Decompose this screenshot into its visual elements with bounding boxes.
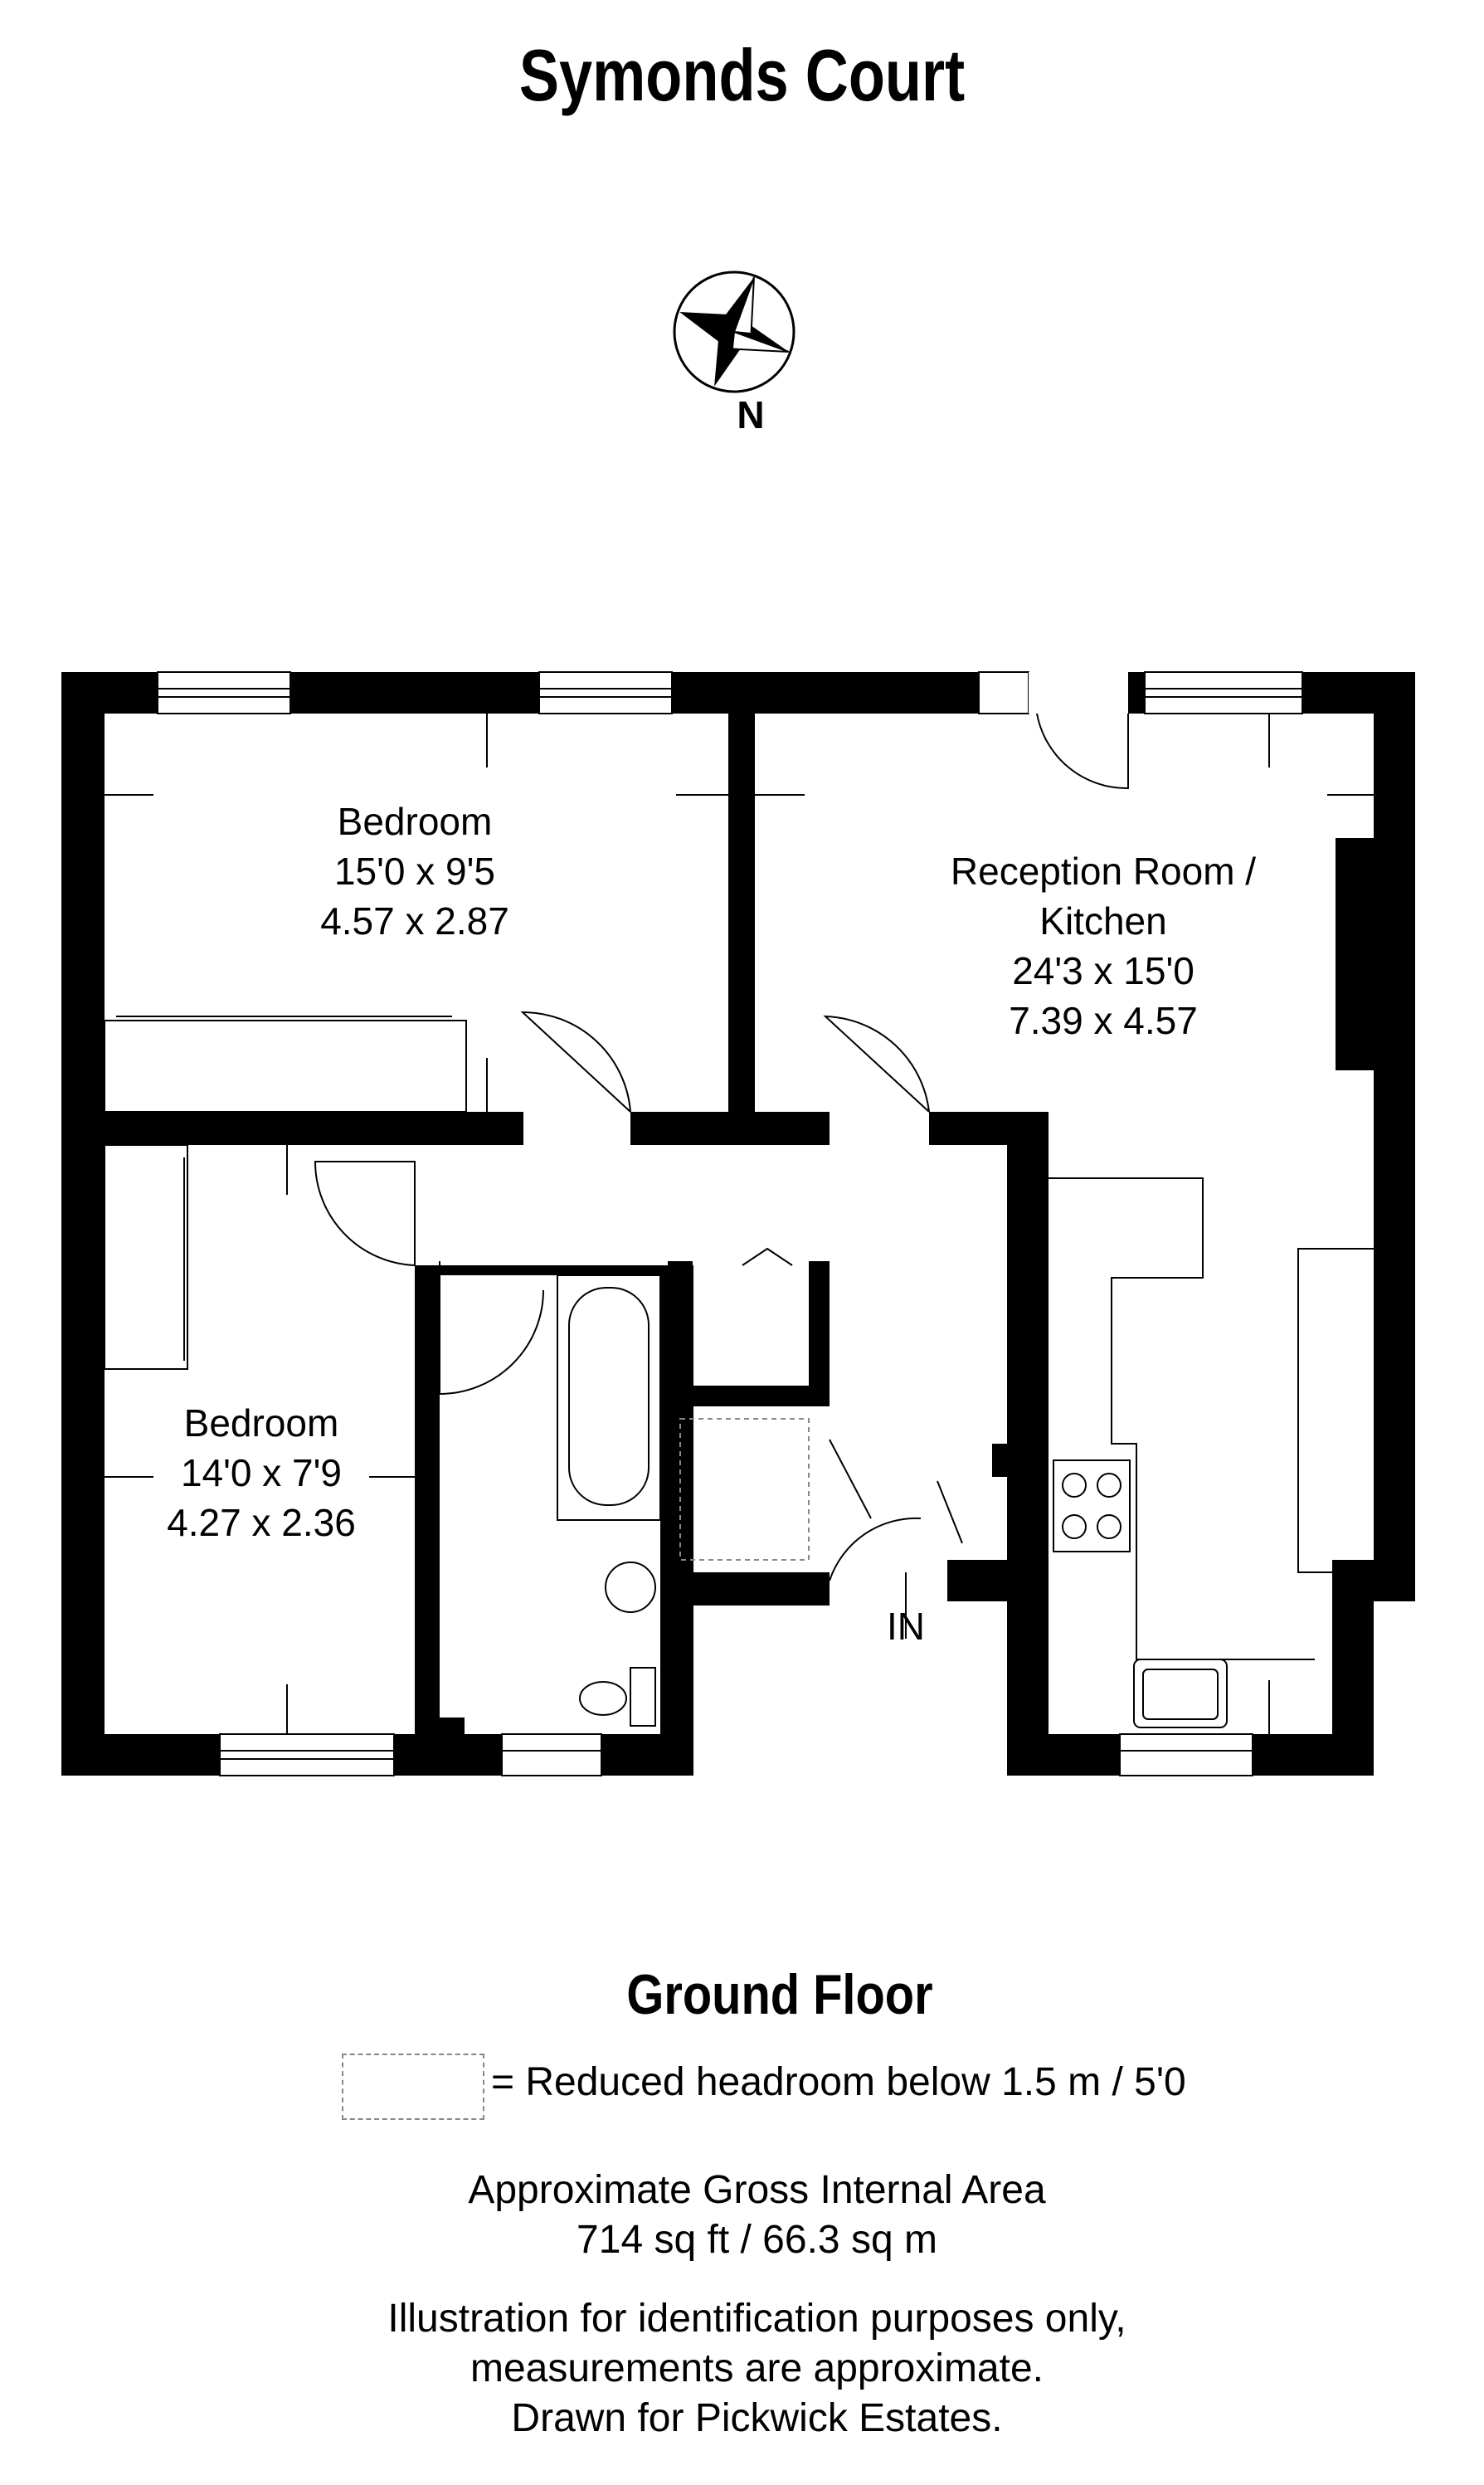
- compass-north-label: N: [737, 393, 765, 436]
- doors: [314, 713, 1129, 1581]
- area-line-1: Approximate Gross Internal Area: [468, 2168, 1046, 2212]
- room-dimensions-imperial: 14'0 x 7'9: [180, 1451, 343, 1494]
- entrance-label: IN: [887, 1605, 925, 1648]
- room-label-bedroom-1: Bedroom 15'0 x 9'5 4.57 x 2.87: [290, 797, 539, 946]
- area-line-2: 714 sq ft / 66.3 sq m: [577, 2218, 937, 2262]
- legend-text: = Reduced headroom below 1.5 m / 5'0: [491, 2060, 1186, 2104]
- room-name: Bedroom: [337, 800, 493, 843]
- wardrobes: [104, 1016, 467, 1370]
- dimension-arrows: [105, 714, 1374, 1734]
- bathroom-fixtures: [557, 1274, 661, 1727]
- windows: [157, 671, 1303, 1776]
- room-dimensions-metric: 4.57 x 2.87: [320, 899, 509, 943]
- reduced-headroom-area: [679, 1418, 810, 1561]
- room-name-line1: Reception Room /: [950, 850, 1257, 893]
- compass-icon: [673, 270, 796, 393]
- room-label-reception-kitchen: Reception Room / Kitchen 24'3 x 15'0 7.3…: [937, 846, 1269, 1045]
- room-dimensions-imperial: 24'3 x 15'0: [1012, 949, 1194, 992]
- disclaimer-line-2: measurements are approximate.: [470, 2346, 1044, 2390]
- floor-title: Ground Floor: [626, 1963, 933, 2026]
- room-dimensions-imperial: 15'0 x 9'5: [333, 850, 496, 893]
- room-label-bedroom-2: Bedroom 14'0 x 7'9 4.27 x 2.36: [137, 1398, 386, 1547]
- area-summary: Approximate Gross Internal Area 714 sq f…: [0, 2166, 1484, 2265]
- room-dimensions-metric: 4.27 x 2.36: [167, 1501, 356, 1544]
- room-name: Bedroom: [183, 1401, 339, 1445]
- page-title: Symonds Court: [518, 34, 966, 116]
- walls: [61, 672, 1415, 1776]
- kitchen-units: [1049, 1177, 1375, 1728]
- room-name-line2: Kitchen: [1039, 899, 1167, 943]
- legend-dashed-box: [342, 2054, 484, 2120]
- room-dimensions-metric: 7.39 x 4.57: [1009, 999, 1198, 1042]
- disclaimer: Illustration for identification purposes…: [0, 2294, 1484, 2444]
- disclaimer-line-3: Drawn for Pickwick Estates.: [511, 2396, 1003, 2440]
- disclaimer-line-1: Illustration for identification purposes…: [387, 2297, 1126, 2341]
